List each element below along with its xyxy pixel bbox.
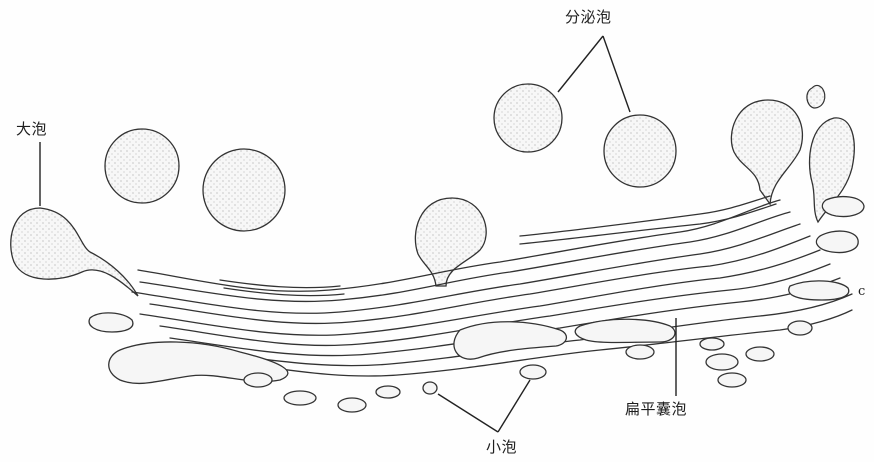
secretory-vesicle xyxy=(494,84,562,152)
small-vesicle xyxy=(788,321,812,335)
dilated-saccule xyxy=(575,319,675,342)
budding-vesicle-right xyxy=(731,100,802,204)
small-vesicle xyxy=(338,398,366,412)
leader-line-secretory-a xyxy=(558,36,603,92)
small-bud-top-right xyxy=(807,85,825,108)
small-vesicle xyxy=(376,386,400,398)
small-vesicle xyxy=(746,347,774,361)
budding-vesicle-center xyxy=(415,198,486,286)
secretory-vesicle xyxy=(105,129,179,203)
label-edge-mark: c xyxy=(858,284,866,299)
leader-line-small-b xyxy=(498,380,530,432)
small-vesicle xyxy=(520,365,546,379)
cisterna xyxy=(140,250,820,335)
dilated-saccule xyxy=(816,231,858,252)
leader-line-secretory-b xyxy=(603,36,630,112)
dilated-saccule xyxy=(454,322,566,359)
small-vesicle xyxy=(244,373,272,387)
small-vesicle xyxy=(423,382,437,394)
label-secretory-vesicle: 分泌泡 xyxy=(565,6,612,27)
small-vesicle xyxy=(718,373,746,387)
cisterna xyxy=(224,288,344,296)
secretory-vesicle xyxy=(203,149,285,231)
label-large-vesicle: 大泡 xyxy=(16,118,47,139)
dilated-saccule xyxy=(789,281,849,300)
secretory-vesicles xyxy=(105,84,676,231)
leader-line-small-a xyxy=(438,394,498,432)
small-vesicle xyxy=(706,354,738,370)
secretory-vesicle xyxy=(604,115,676,187)
small-vesicle xyxy=(626,345,654,359)
large-vesicle-left xyxy=(11,208,138,296)
small-vesicle xyxy=(700,338,724,350)
dilated-saccule xyxy=(89,313,133,332)
dilated-saccule xyxy=(822,197,864,217)
label-small-vesicle: 小泡 xyxy=(486,436,517,457)
label-flattened-saccule: 扁平囊泡 xyxy=(625,398,687,419)
small-vesicle xyxy=(284,391,316,405)
cisterna xyxy=(520,204,776,244)
